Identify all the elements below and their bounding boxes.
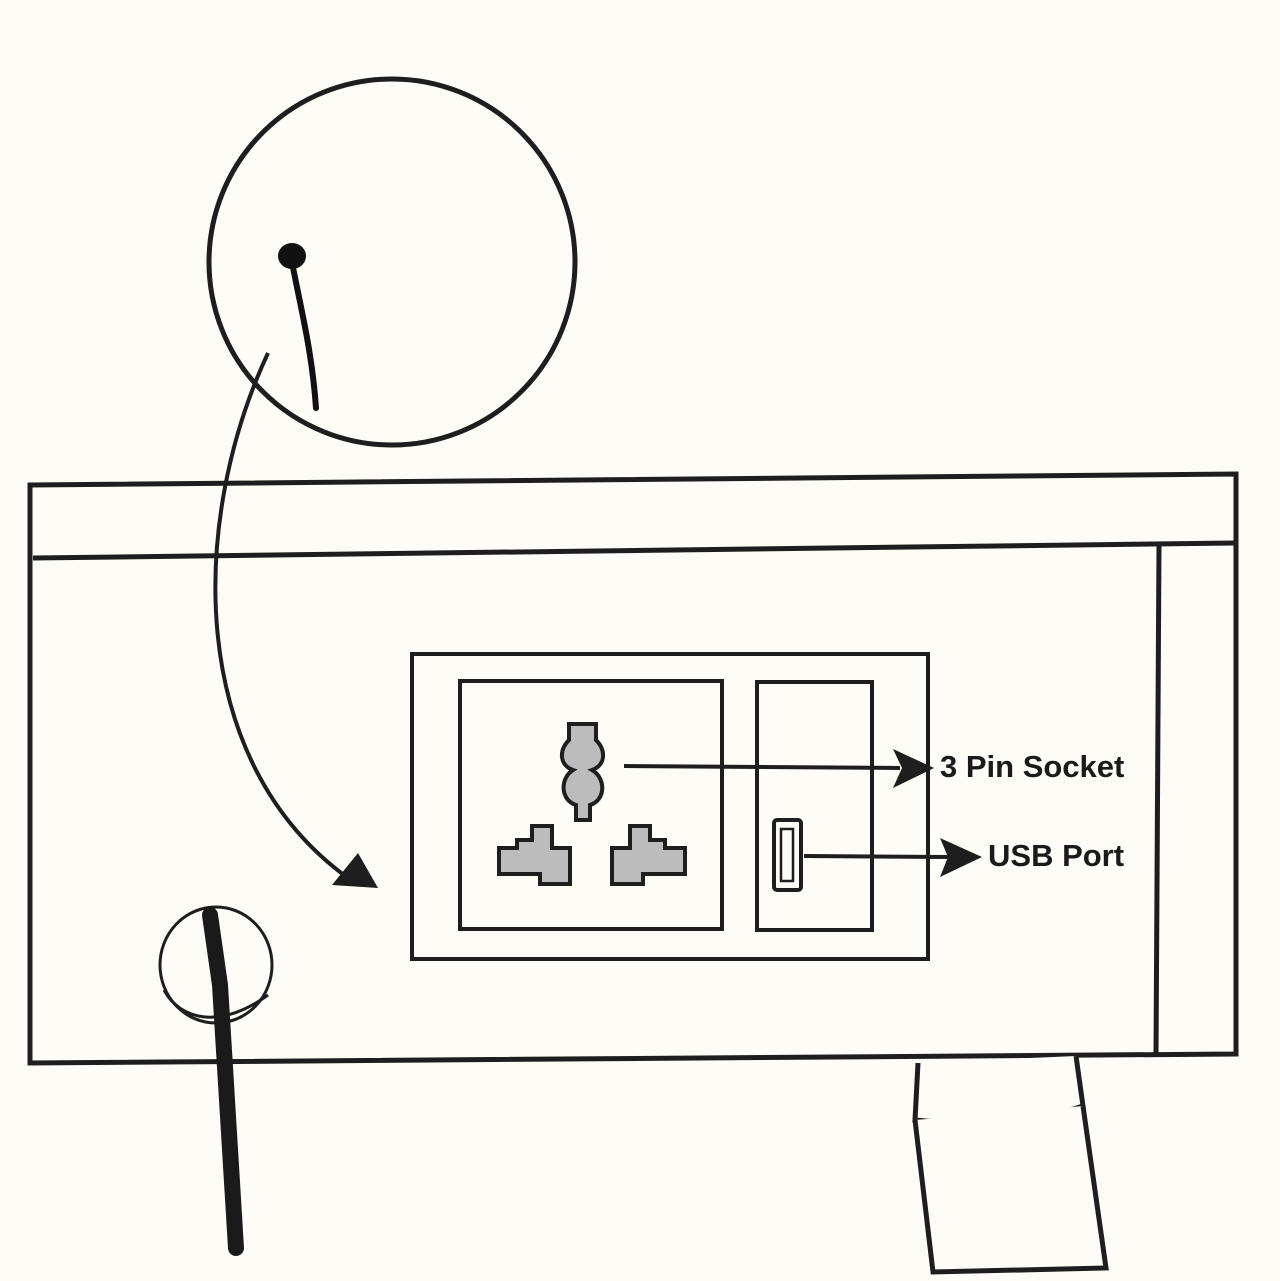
earth-pin-slot <box>560 722 605 822</box>
socket-panel-frame <box>410 652 930 961</box>
usb-module-frame <box>755 680 874 932</box>
zoom-detail-circle <box>206 76 578 448</box>
usb-port-outer <box>772 818 803 892</box>
zoom-pointer-head <box>332 853 378 888</box>
zoom-circle-outline <box>206 76 578 448</box>
table-top-edge <box>32 540 1235 561</box>
socket-callout-line <box>623 764 901 770</box>
socket-module-frame <box>458 679 724 931</box>
socket-callout-arrow <box>623 749 934 788</box>
usb-port-icon <box>755 680 874 932</box>
table-body <box>27 471 1239 1066</box>
socket-panel <box>410 652 930 961</box>
zoom-pointer-curve <box>213 352 350 880</box>
table-outline <box>27 471 1239 1066</box>
table-side-edge <box>1153 545 1162 1055</box>
cable-grommet <box>158 905 274 1256</box>
usb-callout-line <box>803 854 949 859</box>
zoom-cable <box>289 259 319 411</box>
table-leg <box>912 1055 1109 1275</box>
usb-port-inner <box>779 827 795 883</box>
usb-label: USB Port <box>988 838 1125 873</box>
power-cord <box>202 907 244 1256</box>
neutral-pin-slot <box>610 824 687 886</box>
socket-callout-head <box>893 749 934 788</box>
zoom-pointer-arrow <box>213 352 378 888</box>
cable-grommet-dot <box>278 243 306 269</box>
live-pin-slot <box>497 824 572 886</box>
socket-label: 3 Pin Socket <box>940 749 1125 784</box>
three-pin-socket-icon <box>458 679 724 931</box>
usb-callout-arrow <box>803 838 982 877</box>
usb-callout-head <box>940 838 982 877</box>
grommet-lip <box>162 989 269 1019</box>
table-leg-lower <box>912 1105 1109 1275</box>
